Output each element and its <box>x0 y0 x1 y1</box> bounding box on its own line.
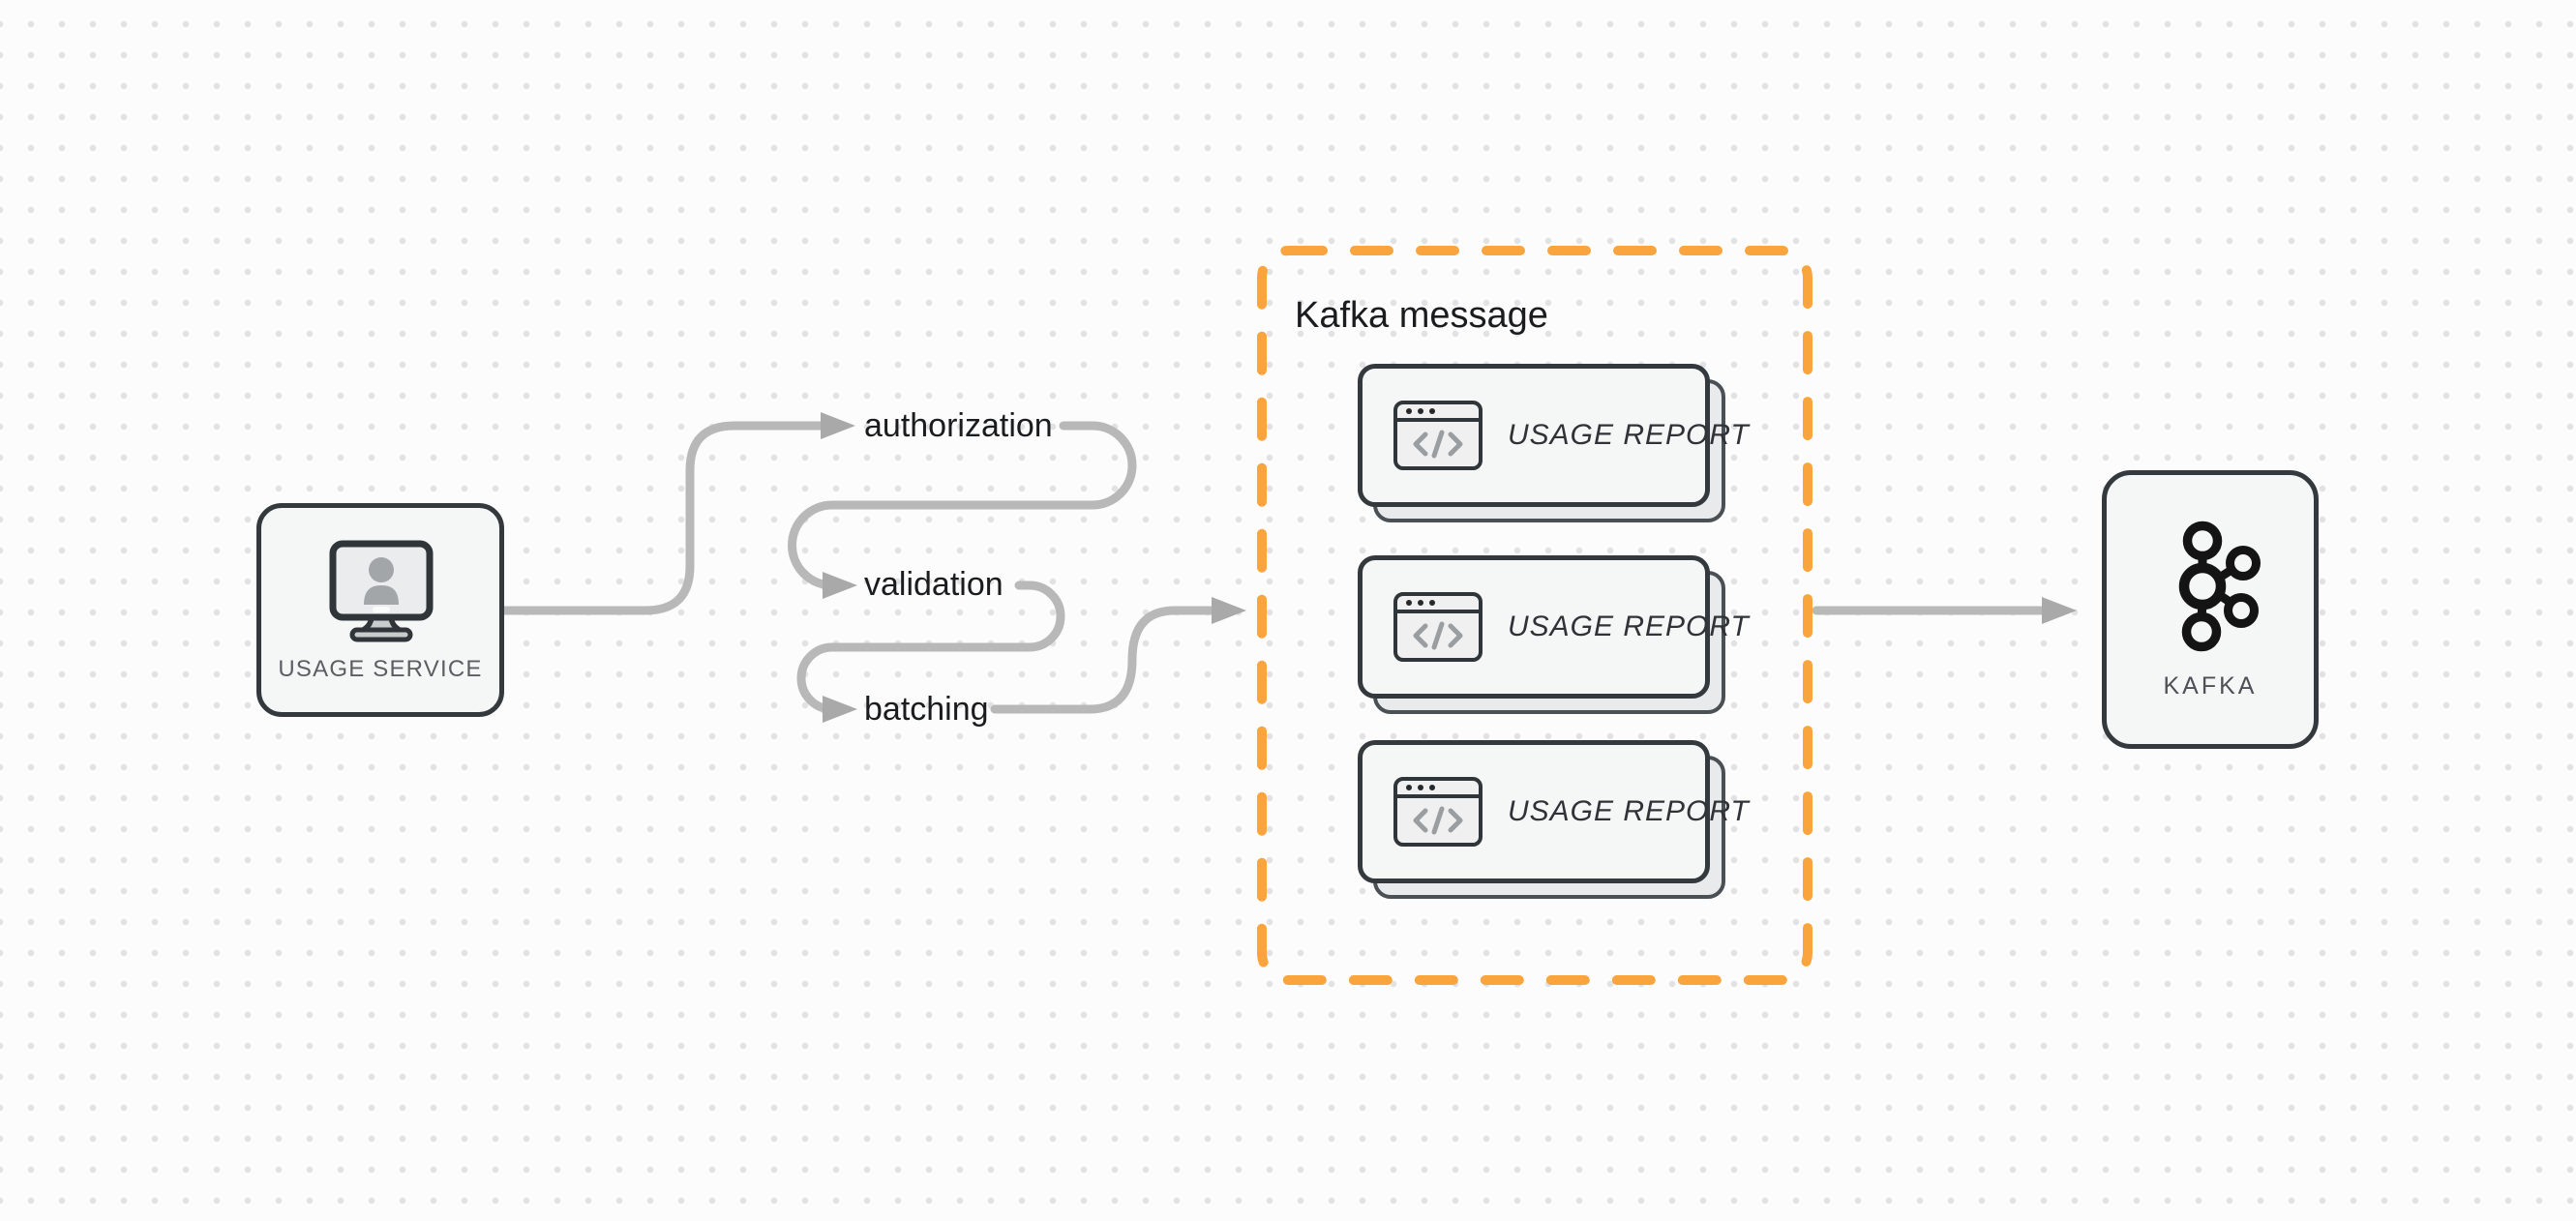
step-label-validation: validation <box>864 566 1003 603</box>
connector-validation-to-batching <box>796 581 1065 714</box>
usage-report-label: USAGE REPORT <box>1508 419 1750 451</box>
kafka-message-group-title: Kafka message <box>1295 295 1548 336</box>
code-window-icon <box>1393 777 1483 847</box>
kafka-message-group-border <box>1257 246 1812 985</box>
usage-report-label: USAGE REPORT <box>1508 610 1750 642</box>
code-window-icon <box>1393 592 1483 662</box>
arrowhead-icon <box>823 572 857 599</box>
usage-service-node: USAGE SERVICE <box>256 503 504 717</box>
step-label-authorization: authorization <box>864 407 1053 444</box>
step-label-batching: batching <box>864 691 989 728</box>
monitor-user-icon <box>329 540 434 641</box>
usage-report-card: USAGE REPORT <box>1358 555 1749 716</box>
connector-usage-to-authorization <box>499 421 825 615</box>
code-window-icon <box>1393 401 1483 470</box>
arrowhead-icon <box>1212 597 1246 624</box>
usage-report-card: USAGE REPORT <box>1358 740 1749 901</box>
kafka-label: KAFKA <box>2163 671 2258 700</box>
arrowhead-icon <box>823 696 857 723</box>
usage-service-label: USAGE SERVICE <box>278 655 483 682</box>
connector-batching-to-kafka-message <box>990 606 1216 714</box>
arrowhead-icon <box>2042 597 2077 624</box>
kafka-node: KAFKA <box>2102 470 2319 749</box>
kafka-logo-icon <box>2178 521 2261 651</box>
usage-report-label: USAGE REPORT <box>1508 795 1750 827</box>
connector-authorization-to-validation <box>788 421 1137 590</box>
usage-report-card: USAGE REPORT <box>1358 364 1749 524</box>
arrowhead-icon <box>821 412 855 439</box>
